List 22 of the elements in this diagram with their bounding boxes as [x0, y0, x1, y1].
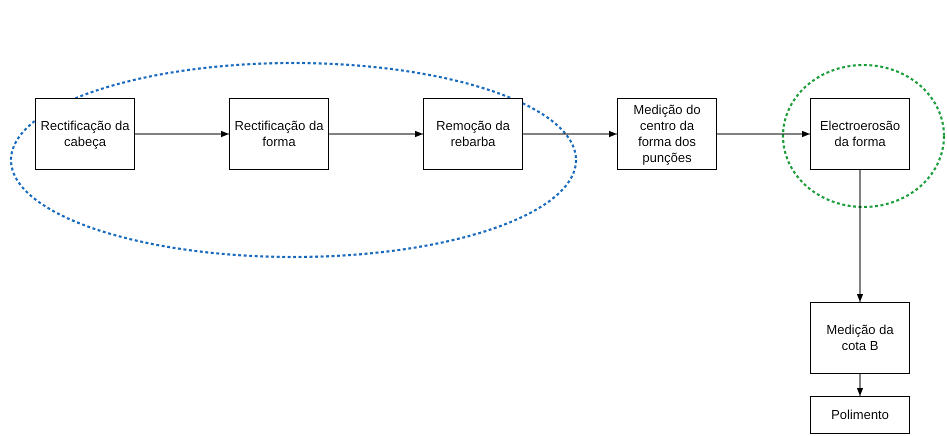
process-box	[810, 302, 910, 374]
process-box	[423, 98, 523, 170]
arrow	[856, 170, 864, 302]
process-box	[810, 396, 910, 434]
arrow	[856, 374, 864, 396]
process-box	[35, 98, 135, 170]
arrow	[328, 130, 424, 138]
dashed-ellipse	[782, 64, 946, 208]
arrow	[716, 130, 810, 138]
arrow	[134, 130, 230, 138]
process-label: Medição do centro da forma dos punções	[632, 102, 702, 166]
process-label: Medição da cota B	[825, 322, 895, 354]
process-box	[229, 98, 329, 170]
arrow	[522, 130, 618, 138]
process-box	[617, 98, 717, 170]
dashed-ellipse	[10, 62, 578, 258]
process-label: Remoção da rebarba	[435, 118, 511, 150]
process-label: Electroerosão da forma	[818, 118, 902, 150]
process-box	[810, 98, 910, 170]
process-label: Rectificação da forma	[234, 118, 324, 150]
process-label: Rectificação da cabeça	[40, 118, 130, 150]
process-label: Polimento	[831, 406, 889, 424]
